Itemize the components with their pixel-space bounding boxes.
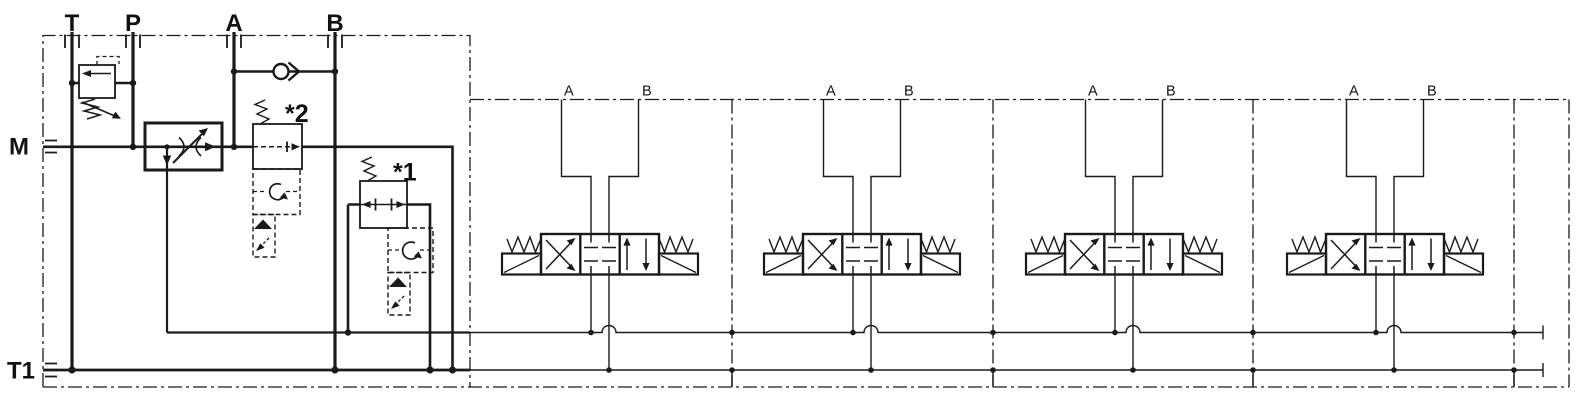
port-label-p: P (125, 10, 141, 37)
check-valve (234, 61, 335, 82)
junction-dot (1511, 329, 1517, 336)
anticav-box (387, 271, 411, 316)
aux-valve-1 (346, 156, 434, 370)
pilot-box (387, 227, 434, 274)
junction-dot (990, 367, 996, 373)
junction-dot (729, 329, 735, 336)
port-label-t: T (65, 10, 80, 37)
junction-dot (1511, 367, 1517, 373)
pressure-rail (470, 324, 1543, 334)
section-port-label-a: A (1349, 84, 1359, 100)
anticav-box (252, 213, 276, 258)
relief-mark-1: *1 (393, 159, 417, 187)
arrow-icon (291, 143, 300, 151)
flow-control-valve (143, 121, 224, 333)
junction-dot (729, 367, 735, 373)
spring-icon (253, 99, 271, 125)
relief-valve (72, 55, 133, 120)
arrow-icon (205, 142, 216, 152)
junction-dot (1250, 367, 1256, 373)
port-label-t1: T1 (7, 358, 35, 385)
section-port-label-a: A (1088, 84, 1098, 100)
check-seat-icon (287, 61, 301, 82)
triangle-icon (254, 219, 272, 229)
adjust-arrow (172, 133, 203, 164)
port-ticks (45, 34, 343, 378)
relief-mark-2: *2 (285, 100, 309, 128)
pilot-circle-icon (401, 241, 419, 260)
throttle-icon (195, 136, 202, 157)
outlet-line (407, 203, 432, 370)
inlet-block-boundary (42, 34, 471, 387)
port-label-m: M (9, 134, 29, 161)
section-port-label-b: B (1166, 84, 1176, 100)
junction-dots (68, 68, 457, 374)
junction-dot (990, 329, 996, 336)
arrow-icon (396, 201, 405, 208)
aux-valve-2 (252, 99, 303, 258)
inlet-line (346, 203, 360, 333)
arrow-icon (82, 70, 91, 77)
supply-rails (167, 324, 1544, 387)
section-port-label-b: B (1427, 84, 1437, 100)
check-ball-icon (272, 62, 290, 81)
envelope-boundaries (42, 34, 1570, 388)
adjust-arrow (81, 101, 117, 118)
section-port-label-b: B (642, 84, 652, 100)
spring-icon (360, 156, 378, 182)
section-port-label-a: A (826, 84, 836, 100)
section-port-label-a: A (564, 84, 574, 100)
junction-dot (1250, 329, 1256, 336)
port-label-b: B (326, 10, 343, 37)
arrow-icon (362, 201, 371, 208)
inlet-block (43, 32, 470, 378)
section-port-label-b: B (904, 84, 914, 100)
pilot-line (96, 55, 120, 65)
down-arrow-icon (162, 155, 172, 166)
triangle-icon (389, 277, 407, 287)
port-label-a: A (225, 10, 242, 37)
separator-stub (731, 370, 1515, 387)
m-line-drain (302, 145, 454, 370)
pilot-circle-icon (268, 182, 285, 201)
